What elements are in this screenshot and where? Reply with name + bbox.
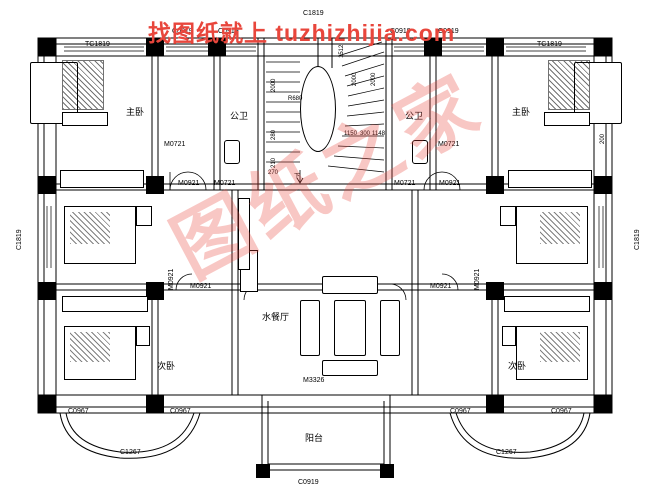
column	[486, 395, 504, 413]
dim-r680: R680	[288, 96, 303, 102]
tag-c0919-d: C0919	[438, 28, 459, 35]
bath-fixture-right	[412, 140, 428, 164]
site-watermark: 找图纸就上 tuzhizhijia.com	[148, 20, 456, 46]
column	[380, 464, 394, 478]
rug-right-lower	[540, 332, 580, 362]
tag-m0921-a: M0921	[178, 180, 200, 187]
sofa-main	[322, 276, 378, 294]
rug-right-mid	[540, 212, 580, 244]
nightstand-left-mid	[136, 206, 152, 226]
dim-1148: 1148	[372, 131, 385, 137]
closet-right-upper	[508, 170, 592, 188]
column	[256, 464, 270, 478]
tag-c1819-left: C1819	[16, 229, 23, 250]
closet-left-lower	[62, 296, 148, 312]
tag-c0967-c: C0967	[450, 408, 471, 415]
room-label-second-bedroom-left: 次卧	[157, 361, 176, 371]
column	[594, 282, 612, 300]
room-label-master-bedroom-left: 主卧	[126, 107, 145, 117]
tag-m0921-d: M0921	[190, 283, 212, 290]
dim-1150: 1150	[344, 131, 357, 137]
tag-m0921-c: M0921	[168, 268, 175, 290]
dim-down-arrow: 下	[294, 174, 301, 180]
tag-c0919-b: C0919	[218, 28, 239, 35]
tag-c0919-bottom: C0919	[298, 479, 319, 486]
tag-tc1819-right: TC1819	[537, 41, 562, 48]
dim-200-right: 200	[600, 133, 606, 144]
tag-c0919-a: C0919	[172, 28, 193, 35]
nightstand-right-mid	[500, 206, 516, 226]
room-label-dining-room: 水餐厅	[262, 312, 290, 322]
tag-m0721-a: M0721	[164, 141, 186, 148]
rug-left-mid	[70, 212, 110, 244]
desk-left-lower	[136, 326, 150, 346]
room-label-master-bedroom-right: 主卧	[512, 107, 531, 117]
column	[38, 282, 56, 300]
coffee-table	[334, 300, 366, 356]
column	[486, 176, 504, 194]
sofa-right	[380, 300, 400, 356]
tag-c0967-a: C0967	[68, 408, 89, 415]
tag-m3326: M3326	[303, 377, 325, 384]
dim-2000-a: 2000	[271, 78, 277, 92]
sofa-bottom	[322, 360, 378, 376]
wardrobe-master-left	[62, 112, 108, 126]
stair-core-oval	[300, 66, 336, 152]
tag-m0921-f: M0921	[474, 268, 481, 290]
tag-c1819-top: C1819	[303, 10, 324, 17]
tag-c0919-c: C0919	[390, 28, 411, 35]
column	[594, 395, 612, 413]
column	[594, 176, 612, 194]
dim-2000-b: 2000	[352, 72, 358, 86]
column	[146, 38, 164, 56]
dim-270: 270	[268, 170, 279, 176]
room-label-second-bedroom-right: 次卧	[508, 361, 527, 371]
column	[38, 38, 56, 56]
tag-c1819-right: C1819	[634, 229, 641, 250]
tag-c0967-b: C0967	[170, 408, 191, 415]
closet-left-upper	[60, 170, 144, 188]
tag-m0721-d: M0721	[394, 180, 416, 187]
column	[146, 282, 164, 300]
tag-m0921-b: M0921	[439, 180, 461, 187]
dining-table	[238, 198, 250, 270]
column	[486, 282, 504, 300]
tag-c0967-d: C0967	[551, 408, 572, 415]
column	[146, 395, 164, 413]
dim-300: 300	[360, 131, 371, 137]
rug-left-lower	[70, 332, 110, 362]
tag-tc1819-left: TC1819	[85, 41, 110, 48]
rug-master-right	[548, 60, 590, 110]
bath-fixture-left	[224, 140, 240, 164]
tag-m0721-c: M0721	[214, 180, 236, 187]
column	[38, 395, 56, 413]
room-label-public-bath-left: 公卫	[230, 111, 249, 121]
tag-c1267-right: C1267	[496, 449, 517, 456]
wardrobe-master-right	[544, 112, 590, 126]
column	[208, 38, 226, 56]
closet-right-lower	[504, 296, 590, 312]
column	[594, 38, 612, 56]
tag-c1267-left: C1267	[120, 449, 141, 456]
column	[146, 176, 164, 194]
tag-m0721-b: M0721	[438, 141, 460, 148]
rug-master-left	[62, 60, 104, 110]
room-label-balcony: 阳台	[305, 433, 324, 443]
desk-right-lower	[502, 326, 516, 346]
room-label-public-bath-right: 公卫	[405, 111, 424, 121]
column	[424, 38, 442, 56]
sofa-left	[300, 300, 320, 356]
column	[38, 176, 56, 194]
tag-m0921-e: M0921	[430, 283, 452, 290]
column	[486, 38, 504, 56]
